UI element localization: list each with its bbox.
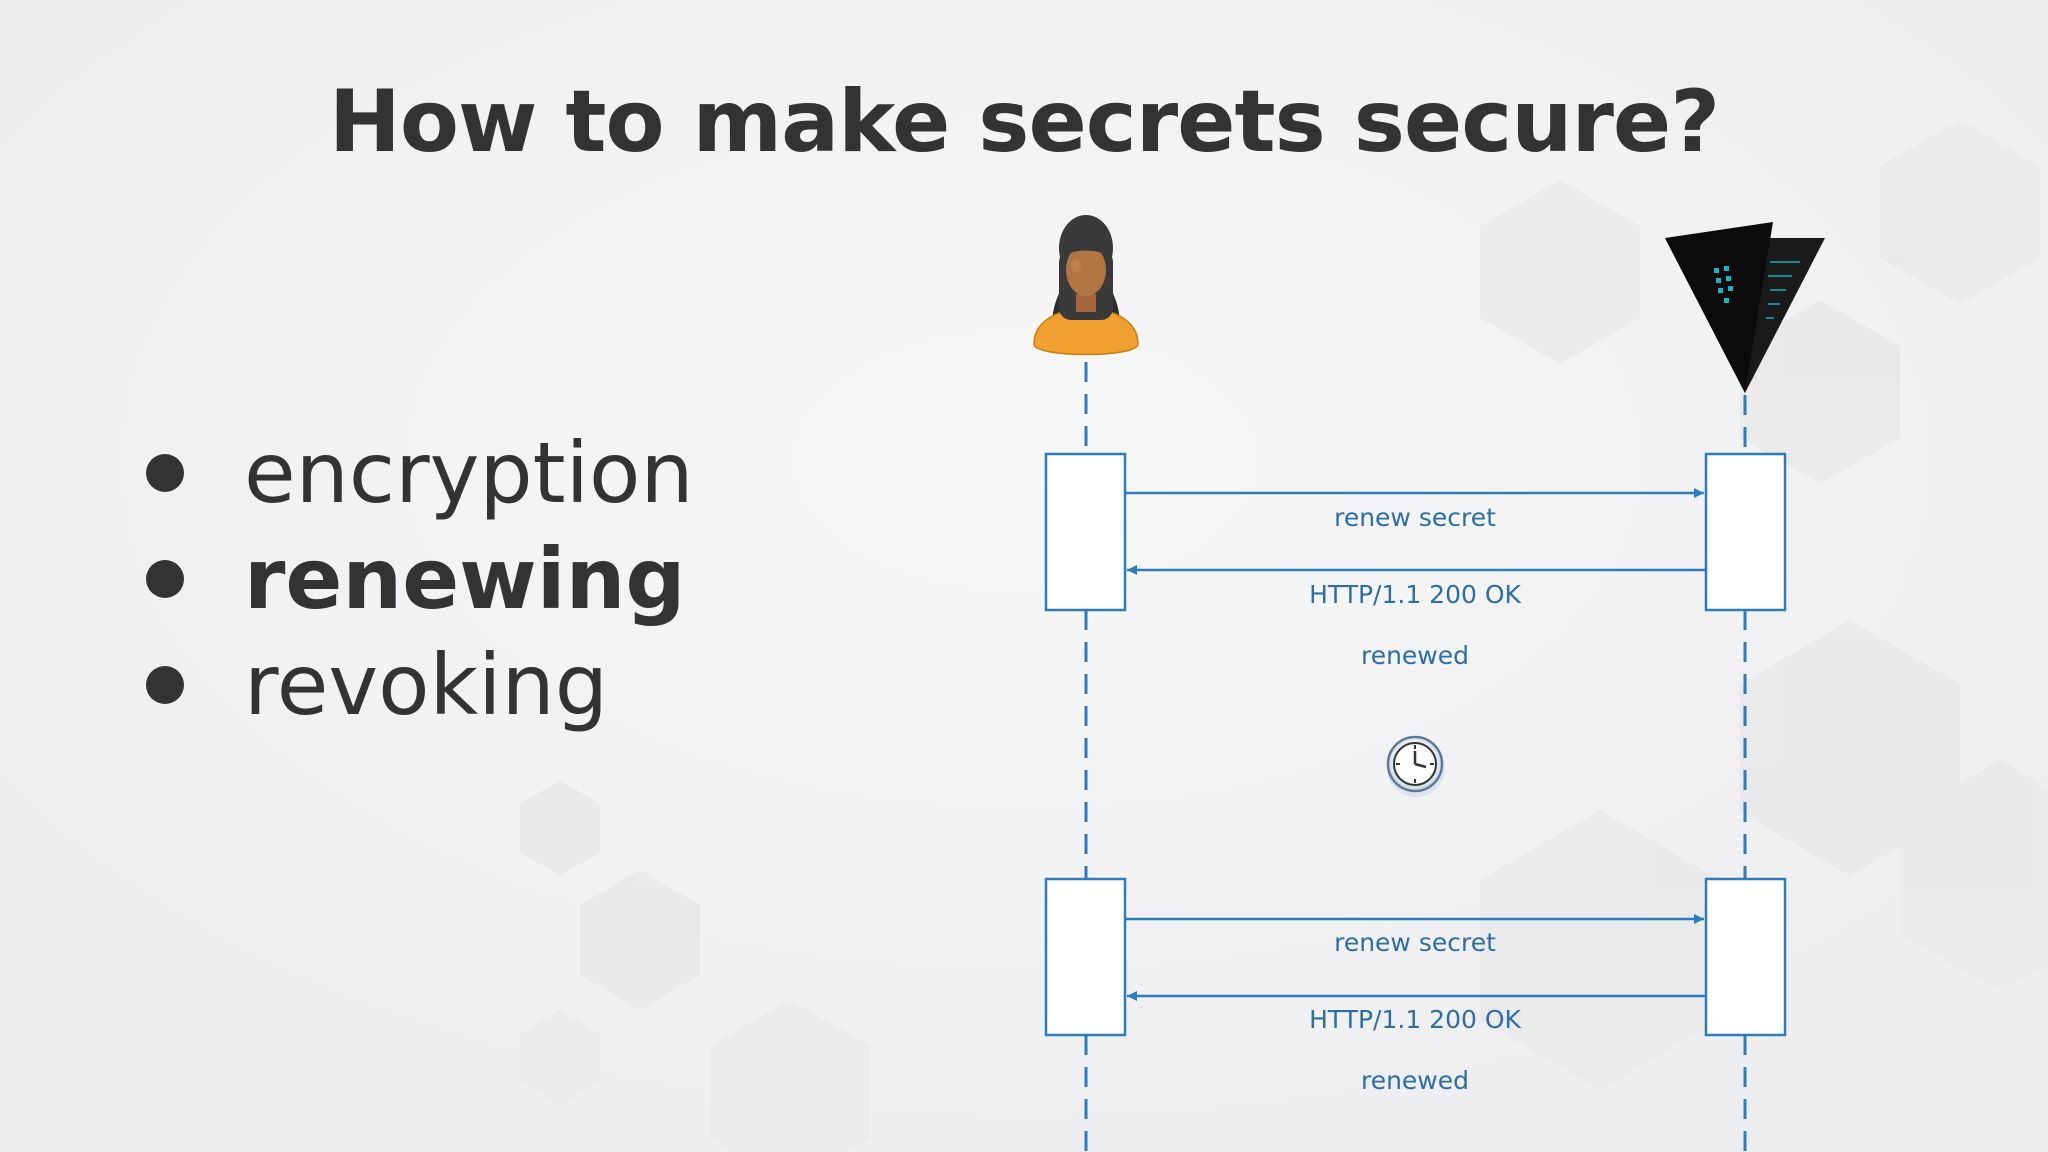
result-label-2: renewed xyxy=(1361,1066,1469,1095)
bullet-dot xyxy=(146,560,184,598)
activation-box-user-1 xyxy=(1044,452,1127,612)
bullet-item-revoking: revoking xyxy=(140,632,694,738)
bullet-text: encryption xyxy=(244,424,694,522)
request-label-1: renew secret xyxy=(1334,503,1496,532)
bullet-text: revoking xyxy=(244,636,609,734)
bullet-item-renewing: renewing xyxy=(140,526,694,632)
bullet-dot xyxy=(146,666,184,704)
activation-box-vault-1 xyxy=(1704,452,1787,612)
slide-title: How to make secrets secure? xyxy=(328,72,1720,172)
activation-box-user-2 xyxy=(1044,877,1127,1037)
user-icon xyxy=(1033,215,1139,356)
response-label-1: HTTP/1.1 200 OK xyxy=(1309,580,1521,609)
bullet-text: renewing xyxy=(244,530,686,628)
activation-box-vault-2 xyxy=(1704,877,1787,1037)
bullet-dot xyxy=(146,454,184,492)
clock-icon xyxy=(1386,735,1445,797)
result-label-1: renewed xyxy=(1361,641,1469,670)
vault-logo-icon xyxy=(1665,222,1825,393)
bullet-list: encryption renewing revoking xyxy=(140,420,694,738)
bullet-item-encryption: encryption xyxy=(140,420,694,526)
request-label-2: renew secret xyxy=(1334,928,1496,957)
response-label-2: HTTP/1.1 200 OK xyxy=(1309,1005,1521,1034)
